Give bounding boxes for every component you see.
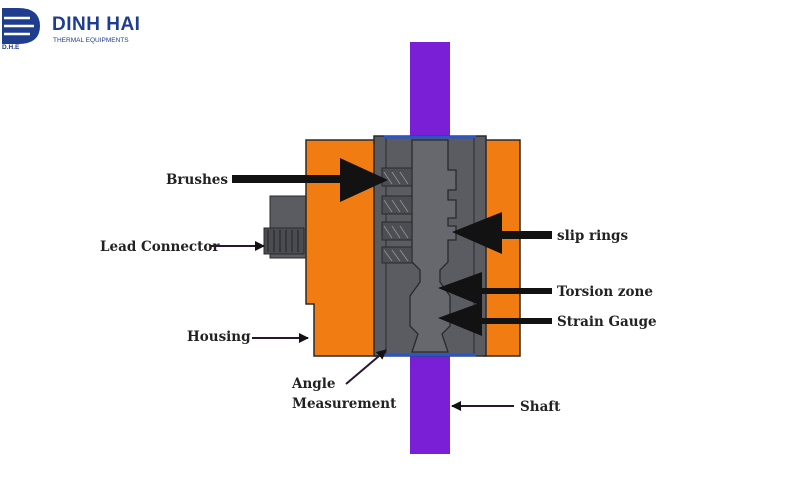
logo-tagline: THERMAL EQUIPMENTS [53, 37, 129, 44]
label-measurement: Measurement [292, 396, 397, 412]
slip-rings-arrowhead [452, 212, 502, 254]
angle-measurement-arrow [345, 349, 387, 385]
brush-segments [381, 167, 413, 264]
dhe-logo-mark-icon [2, 8, 40, 44]
logo-brand-name: DINH HAI [52, 14, 141, 35]
label-angle: Angle [291, 376, 335, 392]
torsion-zone-arrowhead [438, 272, 482, 306]
logo-abbreviation: D.H.E [2, 44, 20, 51]
label-torsion-zone: Torsion zone [557, 284, 653, 300]
label-slip-rings: slip rings [557, 228, 628, 244]
lead-connector [263, 195, 313, 259]
company-logo: D.H.E DINH HAI THERMAL EQUIPMENTS [0, 6, 170, 52]
inner-shaft [409, 139, 457, 353]
label-strain-gauge: Strain Gauge [557, 314, 657, 330]
label-housing: Housing [187, 329, 251, 345]
label-lead-connector: Lead Connector [100, 239, 220, 255]
strain-gauge-arrowhead [438, 302, 482, 336]
label-shaft: Shaft [520, 399, 561, 415]
brushes-arrowhead [340, 158, 388, 202]
label-brushes: Brushes [166, 172, 228, 188]
